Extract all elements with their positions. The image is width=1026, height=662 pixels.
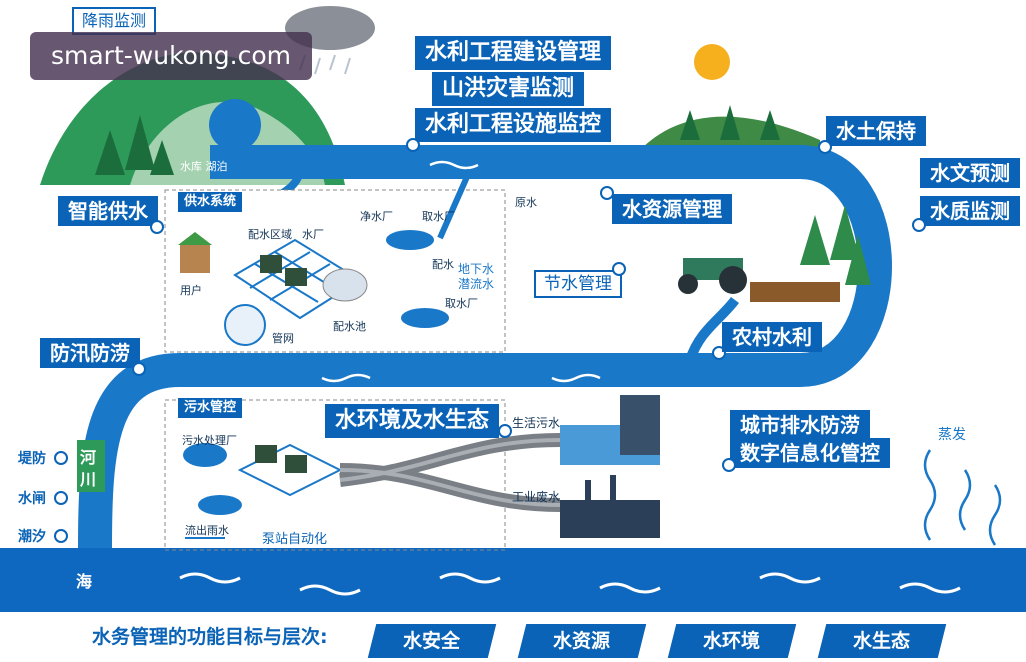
sea-band xyxy=(0,548,1026,618)
water-saving-dot xyxy=(612,262,626,276)
sluice-dot xyxy=(54,491,68,505)
industrial-wastewater-label: 工业废水 xyxy=(512,490,561,504)
embankment-dot xyxy=(54,451,68,465)
sewage-plant-label: 污水处理厂 xyxy=(182,434,237,447)
facility-monitoring-tag: 水利工程设施监控 xyxy=(415,108,612,142)
water-saving-tag: 节水管理 xyxy=(534,270,622,298)
rain-monitoring-label: 降雨监测 xyxy=(72,7,157,35)
water-resources-dot xyxy=(600,186,614,200)
fence xyxy=(750,282,840,302)
river-char-1: 河 xyxy=(80,448,97,467)
intake-plant-2-label: 取水厂 xyxy=(445,297,478,310)
footer-item-water-ecology: 水生态 xyxy=(817,624,947,658)
rural-hydraulics-tag: 农村水利 xyxy=(722,322,822,352)
urban-drainage-tag-1: 城市排水防涝 xyxy=(730,410,870,440)
purification-plant-label: 净水厂 xyxy=(360,210,393,223)
sun-icon xyxy=(694,44,730,80)
urban-drainage-tag-2: 数字信息化管控 xyxy=(730,438,890,468)
evaporation-waves xyxy=(923,449,1002,546)
outflow-rain-label: 流出雨水 xyxy=(185,524,229,537)
pump-station-label: 泵站自动化 xyxy=(262,532,328,547)
pipe-network-label: 管网 xyxy=(272,332,294,345)
watermark: smart-wukong.com xyxy=(30,32,312,80)
river-char-2: 川 xyxy=(80,470,97,489)
intake-plant-1-label: 取水厂 xyxy=(422,210,455,223)
farm-trees xyxy=(800,205,871,285)
trees-right xyxy=(680,105,780,140)
river-segment-green xyxy=(77,440,105,492)
sewage-control-tag: 污水管控 xyxy=(178,398,243,418)
water-resources-tag: 水资源管理 xyxy=(612,194,732,224)
footer-item-water-resources: 水资源 xyxy=(517,624,647,658)
trees-left xyxy=(95,115,174,175)
hydrology-forecast-tag: 水文预测 xyxy=(920,158,1020,188)
smart-supply-tag: 智能供水 xyxy=(58,196,158,226)
hydraulic-construction-tag: 水利工程建设管理 xyxy=(415,36,612,70)
soil-dot xyxy=(818,140,832,154)
water-tower xyxy=(209,99,261,151)
tide-dot xyxy=(54,529,68,543)
distribution-area-label: 配水区域 xyxy=(248,228,292,241)
soil-conservation-tag: 水土保持 xyxy=(826,116,926,146)
water-environment-dot xyxy=(498,424,512,438)
raw-water-label: 原水 xyxy=(515,196,537,209)
footer-item-water-safety: 水安全 xyxy=(367,624,497,658)
sea-label: 海 xyxy=(76,572,93,591)
reservoir-label: 水库 湖泊 xyxy=(180,160,228,173)
water-environment-tag: 水环境及水生态 xyxy=(325,404,500,438)
flow-arrows xyxy=(321,160,601,383)
supply-system-tag: 供水系统 xyxy=(178,192,243,212)
groundwater-label: 地下水 潜流水 xyxy=(458,262,495,291)
tractor xyxy=(678,258,747,294)
urban-drainage-dot xyxy=(722,458,736,472)
flood-control-dot xyxy=(132,362,146,376)
smart-supply-dot xyxy=(150,220,164,234)
domestic-sewage-label: 生活污水 xyxy=(512,416,561,430)
water-quality-tag: 水质监测 xyxy=(920,196,1020,226)
flood-control-tag: 防汛防涝 xyxy=(40,338,140,368)
sewage-box xyxy=(164,399,506,551)
city-building xyxy=(620,395,660,455)
tide-label: 潮汐 xyxy=(18,529,46,545)
flash-flood-tag: 山洪灾害监测 xyxy=(432,72,585,106)
evaporation-label: 蒸发 xyxy=(938,427,966,443)
user-label: 用户 xyxy=(180,284,202,297)
distribution-1-label: 配水 xyxy=(432,258,454,271)
footer-item-water-environment: 水环境 xyxy=(667,624,797,658)
water-quality-dot xyxy=(912,218,926,232)
facility-dot xyxy=(406,138,420,152)
water-plant-label: 水厂 xyxy=(302,228,324,241)
footer-title: 水务管理的功能目标与层次: xyxy=(92,626,328,648)
sluice-label: 水闸 xyxy=(18,491,46,507)
factory xyxy=(560,500,660,538)
embankment-label: 堤防 xyxy=(18,451,46,467)
sea-waves xyxy=(179,572,961,596)
distribution-pool-label: 配水池 xyxy=(333,320,366,333)
